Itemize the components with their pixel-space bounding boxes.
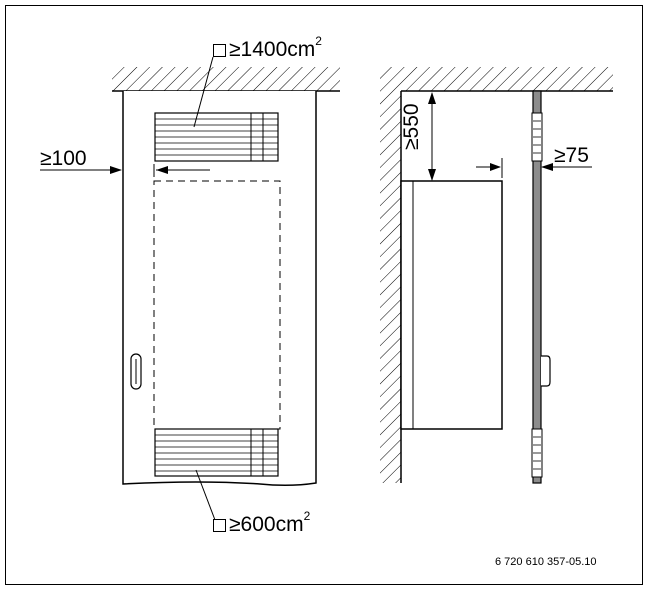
bottom-vent-leader xyxy=(195,469,216,521)
top-vent-exponent: 2 xyxy=(315,34,322,48)
bottom-vent-exponent: 2 xyxy=(303,509,311,523)
bottom-vent-label: ≥600cm2 xyxy=(213,510,310,536)
boiler-outline-dashed xyxy=(153,180,281,430)
square-icon xyxy=(213,519,226,532)
front-gap-arrow xyxy=(476,158,503,178)
side-clearance-value: ≥100 xyxy=(40,147,87,170)
drawing-code: 6 720 610 357-05.10 xyxy=(495,556,597,568)
top-vent-grille xyxy=(154,112,279,162)
door-panel-side xyxy=(531,90,551,484)
top-clearance-value: ≥550 xyxy=(400,103,423,150)
bottom-vent-grille xyxy=(154,428,279,477)
top-clearance-label: ≥550 xyxy=(400,103,423,150)
bottom-vent-area: ≥600cm xyxy=(229,513,304,536)
boiler-side-view xyxy=(400,180,503,430)
side-clearance-arrow xyxy=(40,166,122,174)
square-icon xyxy=(213,44,226,57)
top-vent-label: ≥1400cm2 xyxy=(213,35,322,61)
side-clearance-label: ≥100 xyxy=(40,148,87,169)
front-clearance-arrow xyxy=(541,163,592,171)
ceiling-hatch-right xyxy=(380,67,613,91)
wall-hatch xyxy=(380,91,401,483)
top-clearance-dimension xyxy=(428,92,436,181)
top-vent-leader xyxy=(193,56,214,128)
cabinet-door xyxy=(122,91,317,487)
top-vent-area: ≥1400cm xyxy=(229,38,316,61)
ceiling-hatch-left xyxy=(112,67,340,91)
front-clearance-value: ≥75 xyxy=(554,144,589,167)
inner-arrow xyxy=(156,166,210,174)
front-clearance-label: ≥75 xyxy=(554,145,589,166)
diagram-frame xyxy=(5,5,643,585)
